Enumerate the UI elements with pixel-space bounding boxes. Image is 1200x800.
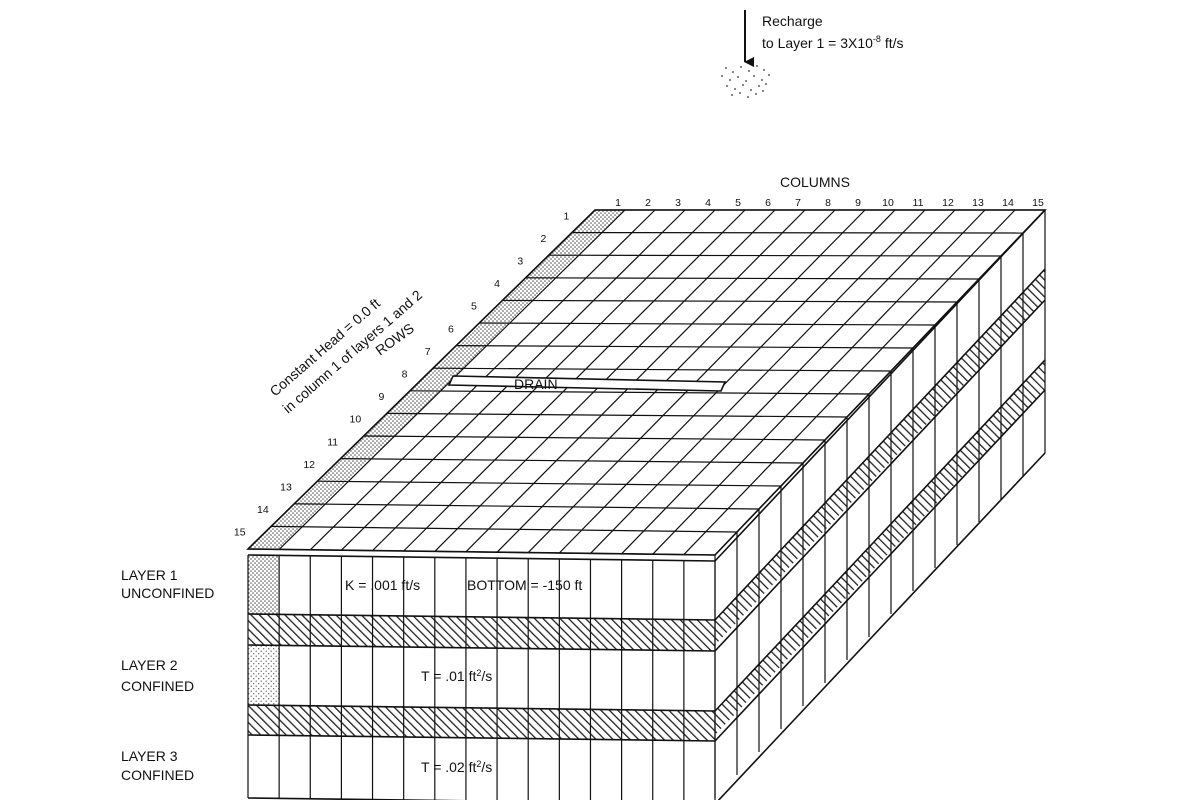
confining-bed-right [715,269,1045,645]
column-number: 7 [795,197,801,209]
row-number: 15 [234,527,246,539]
column-number: 2 [645,197,651,209]
drain-strip [447,375,727,392]
row-number: 4 [494,278,500,290]
front-layer-boundary [247,644,716,652]
layer-right [715,300,1045,705]
top-row-line [294,503,760,510]
svg-text:LAYER 1: LAYER 1 [121,567,178,583]
top-row-line [479,322,936,326]
top-row-line [409,390,870,395]
recharge-spray-icon [721,65,770,98]
front-layer-boundary [247,734,716,742]
svg-text:CONFINED: CONFINED [121,767,194,783]
row-number: 2 [540,233,546,245]
layer-1-conductivity: K = .001 ft/s [345,577,420,593]
top-row-line [386,412,848,418]
row-number: 5 [471,301,477,313]
row-number: 10 [350,414,362,426]
svg-text:LAYER 2: LAYER 2 [121,657,178,673]
layer-front [248,735,715,800]
top-column-line [558,209,896,554]
layer-1-bottom: BOTTOM = -150 ft [467,577,582,593]
column-number: 10 [882,197,894,209]
drain: DRAIN [447,375,727,392]
recharge-rate: to Layer 1 = 3X10-8 ft/s [762,34,904,51]
column-number: 4 [705,197,711,209]
layer-front [248,645,715,711]
right-layer-boundary [714,389,1046,742]
layer-1-properties: K = .001 ft/s BOTTOM = -150 ft [345,577,582,593]
top-row-line [525,277,980,280]
column-number: 12 [942,197,954,209]
layer-right [715,204,1045,555]
top-face-outline [246,209,1047,556]
column-number: 14 [1002,197,1014,209]
row-number: 12 [303,459,315,471]
top-row-line [271,525,738,533]
row-number: 13 [280,482,292,494]
constant-head-layer-2 [248,645,280,706]
right-layer-boundary [714,268,1046,621]
row-number: 1 [564,210,570,222]
row-number: 3 [517,256,523,268]
layer-3-transmissivity: T = .02 ft2/s [421,759,492,775]
row-number: 8 [402,369,408,381]
layer-right [715,390,1045,798]
front-layer-boundary [247,554,716,562]
layer-2-transmissivity: T = .01 ft2/s [421,668,492,684]
row-number: 9 [379,391,385,403]
layer-front [248,549,715,561]
confining-bed-right [715,360,1045,735]
top-row-line [363,435,826,441]
svg-text:UNCONFINED: UNCONFINED [121,585,214,601]
column-number: 9 [855,197,861,209]
right-layer-boundary [717,452,1046,800]
row-number: 6 [448,323,454,335]
top-column-line [683,209,1016,556]
top-row-line [433,367,892,372]
row-number: 14 [257,504,269,516]
row-number: 7 [425,346,431,358]
top-row-line [548,254,1002,257]
constant-head-label: Constant Head = 0.0 ft in column 1 of la… [266,287,425,417]
layer-2-name: LAYER 2 CONFINED [121,657,194,694]
top-column-line [621,209,956,555]
column-number: 1 [615,197,621,209]
confining-bed-front [248,614,715,651]
top-column-line [652,209,986,555]
svg-text:LAYER 3: LAYER 3 [121,748,178,764]
drain-label: DRAIN [514,376,558,392]
row-number: 11 [327,436,338,448]
front-layer-boundary [247,797,466,800]
constant-head-column-top [248,210,625,550]
confining-bed-front [248,705,715,741]
layer-3-name: LAYER 3 CONFINED [121,748,194,783]
top-column-line [590,209,926,554]
column-number: 3 [675,197,681,209]
top-row-line [502,299,958,303]
svg-text:CONFINED: CONFINED [121,678,194,694]
column-number: 11 [913,197,924,209]
top-row-line [340,458,804,464]
recharge-annotation: Recharge to Layer 1 = 3X10-8 ft/s [721,10,904,98]
column-number: 6 [765,197,771,209]
constant-head-layer-1 [248,555,280,615]
recharge-label: Recharge [762,13,823,29]
front-layer-boundary [247,704,716,712]
top-row-line [456,345,914,349]
columns-title: COLUMNS [780,174,850,190]
column-number: 5 [735,197,741,209]
right-layer-boundary [714,359,1046,712]
column-number: 13 [972,197,984,209]
front-layer-boundary [247,613,716,621]
top-row-line [317,480,782,487]
right-layer-boundary [714,299,1046,652]
layer-1-name: LAYER 1 UNCONFINED [121,567,214,601]
column-number: 15 [1032,197,1044,209]
column-number: 8 [825,197,831,209]
